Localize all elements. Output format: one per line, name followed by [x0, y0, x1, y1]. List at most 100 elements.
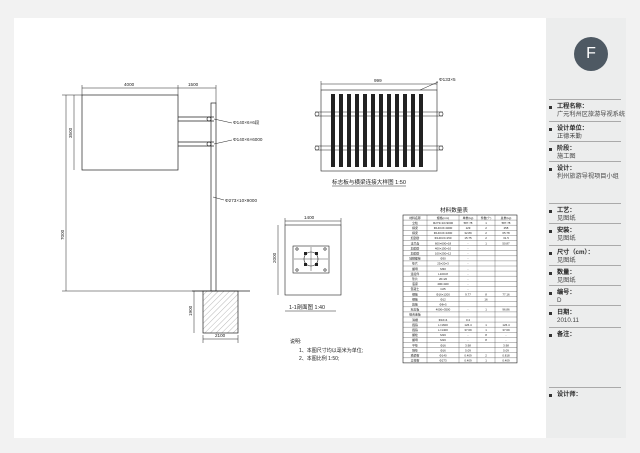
table-cell: 加劲肋 — [411, 251, 420, 256]
table-cell: 平垫 — [412, 342, 418, 347]
table-cell: 3.98 — [465, 343, 471, 347]
bullet-icon — [549, 393, 552, 397]
field-divider — [549, 141, 621, 142]
elevation-view — [62, 85, 250, 343]
field-label-text: 数量： — [557, 269, 576, 276]
field-label: 数量： — [549, 269, 576, 277]
bullet-icon — [549, 291, 552, 295]
field-label-text: 日期： — [557, 309, 576, 316]
table-cell: 2 — [485, 231, 487, 235]
table-cell: 600×600×18 — [435, 241, 452, 245]
table-cell: 37.69 — [502, 328, 510, 332]
detail-caption: 标志板与横梁连接大样图 1:50 — [332, 178, 406, 186]
title-field: 数量：见图纸 — [549, 265, 621, 285]
field-value: 施工图 — [557, 153, 576, 160]
sheet-badge: F — [574, 37, 608, 71]
table-cell: 螺母 — [412, 266, 418, 271]
section-view — [277, 218, 342, 312]
table-header-cell: 规格(mm) — [437, 215, 450, 220]
materials-title: 材料数量表 — [440, 206, 468, 214]
table-cell: 标志板 — [411, 307, 420, 312]
title-block — [546, 18, 626, 438]
table-cell: - — [506, 338, 507, 342]
bullet-icon — [549, 105, 552, 109]
title-field: 工程名称：广元利州区旅游导视系统 — [549, 99, 626, 119]
table-cell: M16 — [440, 338, 446, 342]
title-field: 备注： — [549, 327, 621, 339]
field-label: 编号： — [549, 289, 576, 297]
table-cell: 4000×3500 — [436, 308, 451, 312]
field-value: 见图纸 — [557, 257, 576, 264]
table-cell: Φ140×6×4000 — [434, 226, 453, 230]
table-cell: 126.4 — [464, 323, 472, 327]
field-label: 设计师： — [549, 391, 582, 399]
table-cell: 弹垫 — [412, 347, 418, 352]
field-divider — [549, 305, 621, 306]
field-divider — [549, 245, 621, 246]
title-field: 日期：2010.11 — [549, 305, 621, 325]
field-value: 见图纸 — [557, 215, 576, 222]
field-divider — [549, 121, 621, 122]
field-value: 广元利州区旅游导视系统 — [557, 111, 626, 118]
table-cell: 1 — [485, 328, 487, 332]
table-cell: Φ140×6×1600 — [434, 231, 453, 235]
field-label-text: 安装： — [557, 227, 576, 234]
field-label: 尺寸（cm）： — [549, 249, 594, 257]
table-cell: 加劲肋 — [411, 245, 420, 250]
table-cell: 钢筋 — [412, 296, 418, 301]
field-label: 设计： — [549, 165, 619, 173]
field-label: 日期： — [549, 309, 579, 317]
table-cell: 立柱帽 — [411, 358, 420, 363]
table-cell: 1 — [485, 241, 487, 245]
table-cell: Φ8×5 — [439, 303, 447, 307]
table-cell: Φ273 — [439, 359, 447, 363]
table-cell: Φ16×4 — [439, 318, 448, 322]
title-field: 工艺：见图纸 — [549, 203, 621, 223]
table-header-cell: 单重(kg) — [463, 215, 474, 220]
field-label-text: 设计： — [557, 165, 576, 172]
table-cell: 底座 — [412, 281, 418, 286]
table-cell: 立柱 — [412, 220, 418, 225]
table-cell: Φ16×1200 — [436, 292, 450, 296]
table-cell: 25×20×3 — [437, 262, 449, 266]
table-cell: 400×150×10 — [435, 246, 452, 250]
field-label-text: 编号： — [557, 289, 576, 296]
table-cell: Φ273×10×9000 — [433, 221, 454, 225]
table-cell: 2 — [485, 236, 487, 240]
table-cell: 587.78 — [502, 221, 511, 225]
table-cell: 箍筋 — [412, 302, 418, 307]
table-cell: 0.4 — [466, 318, 470, 322]
table-cell: 9.77 — [465, 292, 471, 296]
title-field: 阶段：施工图 — [549, 141, 621, 161]
title-field: 设计单位：正德禾勤 — [549, 121, 621, 141]
table-cell: - — [468, 257, 469, 261]
field-divider — [549, 223, 621, 224]
foundation — [202, 290, 239, 334]
field-label-text: 设计单位： — [557, 125, 588, 132]
title-field: 设计：利州旅游导视项目小组 — [549, 161, 621, 181]
field-label-text: 备注： — [557, 331, 576, 338]
field-divider — [549, 99, 621, 100]
dim-base-height: 1900 — [188, 305, 193, 316]
table-cell: - — [468, 308, 469, 312]
bullet-icon — [549, 209, 552, 213]
bullet-icon — [549, 229, 552, 233]
notes-line-2: 2、本图比例 1:50; — [299, 355, 339, 362]
table-cell: 法兰盘 — [411, 240, 420, 245]
table-cell: L=1400 — [438, 328, 448, 332]
section-dim-width: 1400 — [304, 215, 315, 220]
section-dim-height: 2000 — [272, 252, 277, 263]
table-header-cell: 件数(个) — [481, 215, 492, 220]
field-value: 见图纸 — [557, 277, 576, 284]
bullet-icon — [549, 271, 552, 275]
table-cell: 1 — [485, 323, 487, 327]
table-cell: 32.89 — [464, 231, 472, 235]
table-cell: C25 — [440, 287, 446, 291]
field-value: 利州旅游导视项目小组 — [557, 173, 619, 180]
table-cell: 8 — [485, 292, 487, 296]
bullet-icon — [549, 333, 552, 337]
table-cell: - — [468, 272, 469, 276]
field-divider — [549, 285, 621, 286]
table-cell: - — [468, 277, 469, 281]
table-cell: - — [468, 246, 469, 250]
